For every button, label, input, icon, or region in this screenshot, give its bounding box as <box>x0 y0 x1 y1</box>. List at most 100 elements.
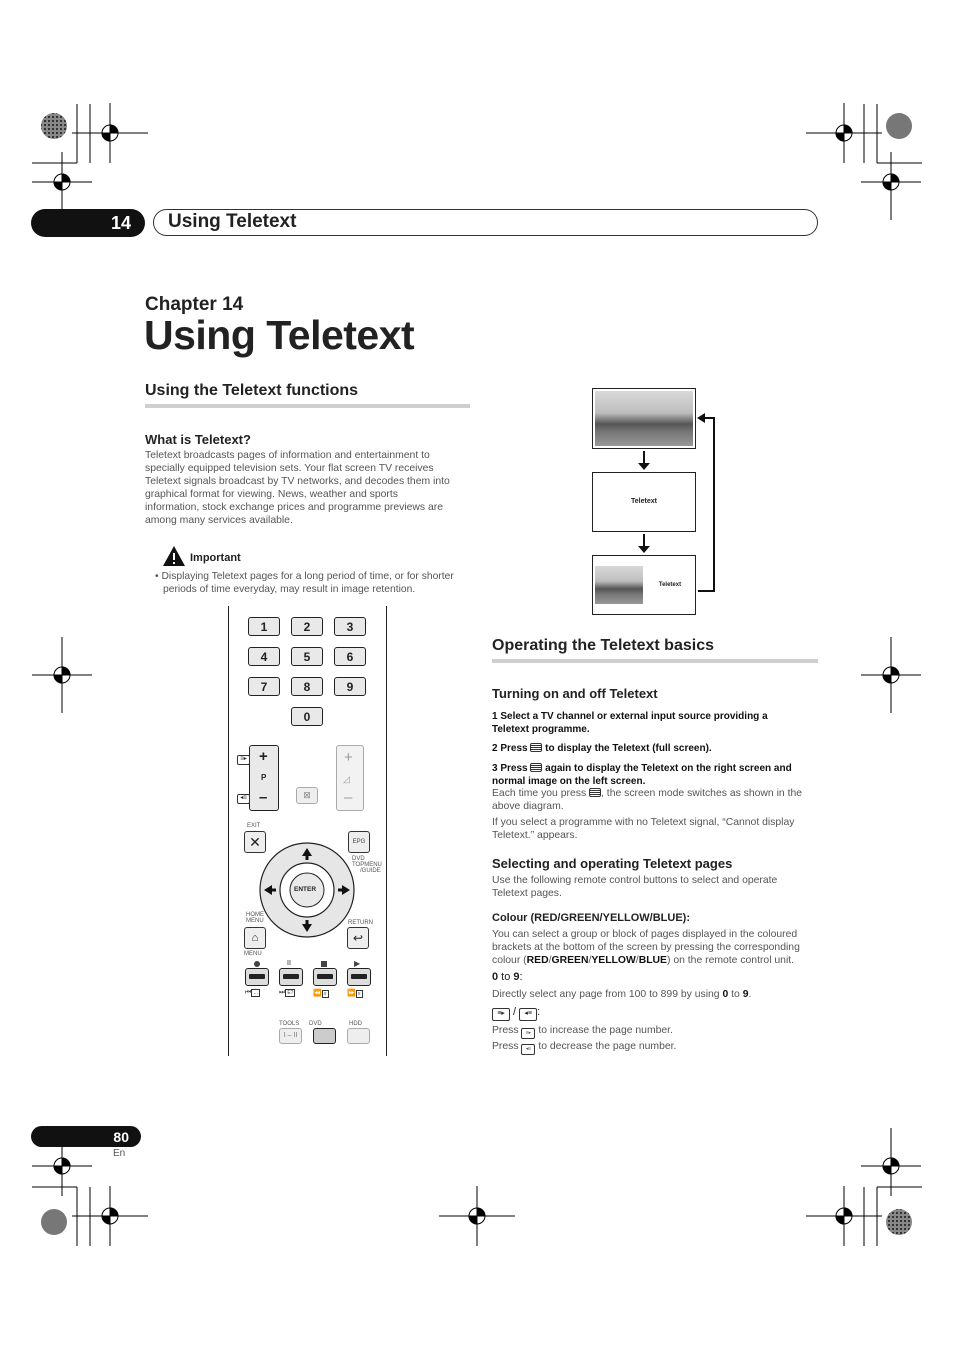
digit-2-button[interactable]: 2 <box>291 617 323 636</box>
volume-rocker[interactable] <box>336 745 364 811</box>
header-bar <box>153 209 818 236</box>
header-title: Using Teletext <box>168 211 297 232</box>
tools-label: TOOLS <box>279 1021 300 1027</box>
exit-label: EXIT <box>247 823 261 829</box>
city-image <box>595 391 693 446</box>
green-button[interactable] <box>279 968 303 986</box>
play-icon: ▶ <box>354 959 361 968</box>
chapter-tab: 14 <box>31 209 145 237</box>
page-up-icon: ≡▸ <box>492 1008 510 1021</box>
teletext-icon <box>530 743 543 752</box>
important-note: • Displaying Teletext pages for a long p… <box>155 571 454 595</box>
step-3: 3 Press again to display the Teletext on… <box>492 763 792 787</box>
step-1: 1 Select a TV channel or external input … <box>492 711 768 735</box>
return-button[interactable]: ↩ <box>347 927 369 949</box>
return-label: RETURN <box>348 920 373 926</box>
page-up-icon: ≡▸ <box>521 1028 536 1039</box>
digit-5-button[interactable]: 5 <box>291 647 323 666</box>
section-rule <box>145 404 470 408</box>
page-buttons-heading: ≡▸ / ◂≡: <box>492 1006 540 1021</box>
left-arrow-icon <box>264 885 272 895</box>
warning-icon <box>163 546 185 566</box>
digit-3-button[interactable]: 3 <box>334 617 366 636</box>
fast-forward-icon: ⏩≡ <box>347 990 363 998</box>
mute-button[interactable]: ⊠ <box>296 787 318 804</box>
volume-up-label: + <box>344 749 353 766</box>
tv-split-screen: Teletext <box>592 555 696 615</box>
selecting-title: Selecting and operating Teletext pages <box>492 856 733 871</box>
language-code: En <box>113 1148 126 1159</box>
tools-button[interactable]: I – II <box>279 1028 302 1044</box>
channel-up-label: + <box>259 748 268 765</box>
digits-heading: 0 to 9: <box>492 971 523 983</box>
stop-icon <box>321 961 327 967</box>
exit-button[interactable]: ✕ <box>244 831 266 853</box>
teletext-icon <box>589 788 602 797</box>
page-title: Using Teletext <box>144 312 415 358</box>
menu-label: MENU <box>244 951 262 957</box>
section-rule <box>492 659 818 663</box>
page-number-tab: 80 <box>31 1126 141 1147</box>
chapter-label: Chapter 14 <box>145 294 244 315</box>
page-down-icon: ◂≡ <box>237 794 250 804</box>
navigation-pad[interactable] <box>257 841 357 939</box>
no-signal-note: If you select a programme with no Telete… <box>492 817 795 841</box>
tv-normal-screen <box>592 388 696 449</box>
hdd-button[interactable] <box>347 1028 370 1044</box>
channel-down-label: – <box>259 789 268 806</box>
page-number: 80 <box>113 1128 129 1145</box>
step-2: 2 Press to display the Teletext (full sc… <box>492 743 712 754</box>
hdd-label: HDD <box>349 1021 362 1027</box>
return-loop-arrow <box>697 413 715 592</box>
digit-0-button[interactable]: 0 <box>291 707 323 726</box>
arrow-down-icon <box>638 534 650 553</box>
down-arrow-icon <box>302 924 312 932</box>
rewind-icon: ⏪≡ <box>313 990 329 998</box>
channel-rocker[interactable] <box>249 745 279 811</box>
red-button[interactable] <box>245 968 269 986</box>
digit-6-button[interactable]: 6 <box>334 647 366 666</box>
section-title-functions: Using the Teletext functions <box>145 382 359 399</box>
record-icon <box>254 961 260 967</box>
remote-edge-left <box>228 606 229 1056</box>
what-is-title: What is Teletext? <box>145 432 251 447</box>
tv-teletext-full: Teletext <box>592 472 696 532</box>
chapter-tab-number: 14 <box>110 212 131 233</box>
page-increase-note: Press ≡▸ to increase the page number. <box>492 1025 822 1039</box>
yellow-button[interactable] <box>313 968 337 986</box>
right-arrow-icon <box>342 885 350 895</box>
dvd-label: DVD <box>309 1021 322 1027</box>
colour-title: Colour (RED/GREEN/YELLOW/BLUE): <box>492 912 690 924</box>
digit-1-button[interactable]: 1 <box>248 617 280 636</box>
page-down-icon: ◂≡ <box>519 1008 538 1021</box>
arrow-down-icon <box>638 451 650 470</box>
home-menu-button[interactable]: ⌂ <box>244 927 266 949</box>
digit-4-button[interactable]: 4 <box>248 647 280 666</box>
digit-7-button[interactable]: 7 <box>248 677 280 696</box>
enter-button-label[interactable]: ENTER <box>294 886 317 893</box>
section-title-basics: Operating the Teletext basics <box>492 637 714 654</box>
teletext-icon <box>530 763 543 772</box>
important-label: Important <box>190 552 241 564</box>
selecting-body: Use the following remote control buttons… <box>492 875 778 899</box>
epg-button[interactable]: EPG <box>348 831 370 853</box>
pause-icon: II <box>287 960 291 967</box>
digit-8-button[interactable]: 8 <box>291 677 323 696</box>
teletext-full-label: Teletext <box>631 498 657 505</box>
digits-body: Directly select any page from 100 to 899… <box>492 989 752 1000</box>
blue-button[interactable] <box>347 968 371 986</box>
what-is-body: Teletext broadcasts pages of information… <box>145 450 450 526</box>
page-decrease-note: Press ◂≡ to decrease the page number. <box>492 1041 822 1055</box>
up-arrow-icon <box>302 848 312 856</box>
skip-back-icon: ⏮… <box>245 989 261 997</box>
volume-icon: ◿ <box>343 774 350 784</box>
dvd-button[interactable] <box>313 1028 336 1044</box>
page-down-icon: ◂≡ <box>521 1044 536 1055</box>
digit-9-button[interactable]: 9 <box>334 677 366 696</box>
each-time-note: Each time you press , the screen mode sw… <box>492 788 803 812</box>
turning-title: Turning on and off Teletext <box>492 686 658 701</box>
city-image-small <box>595 566 643 604</box>
